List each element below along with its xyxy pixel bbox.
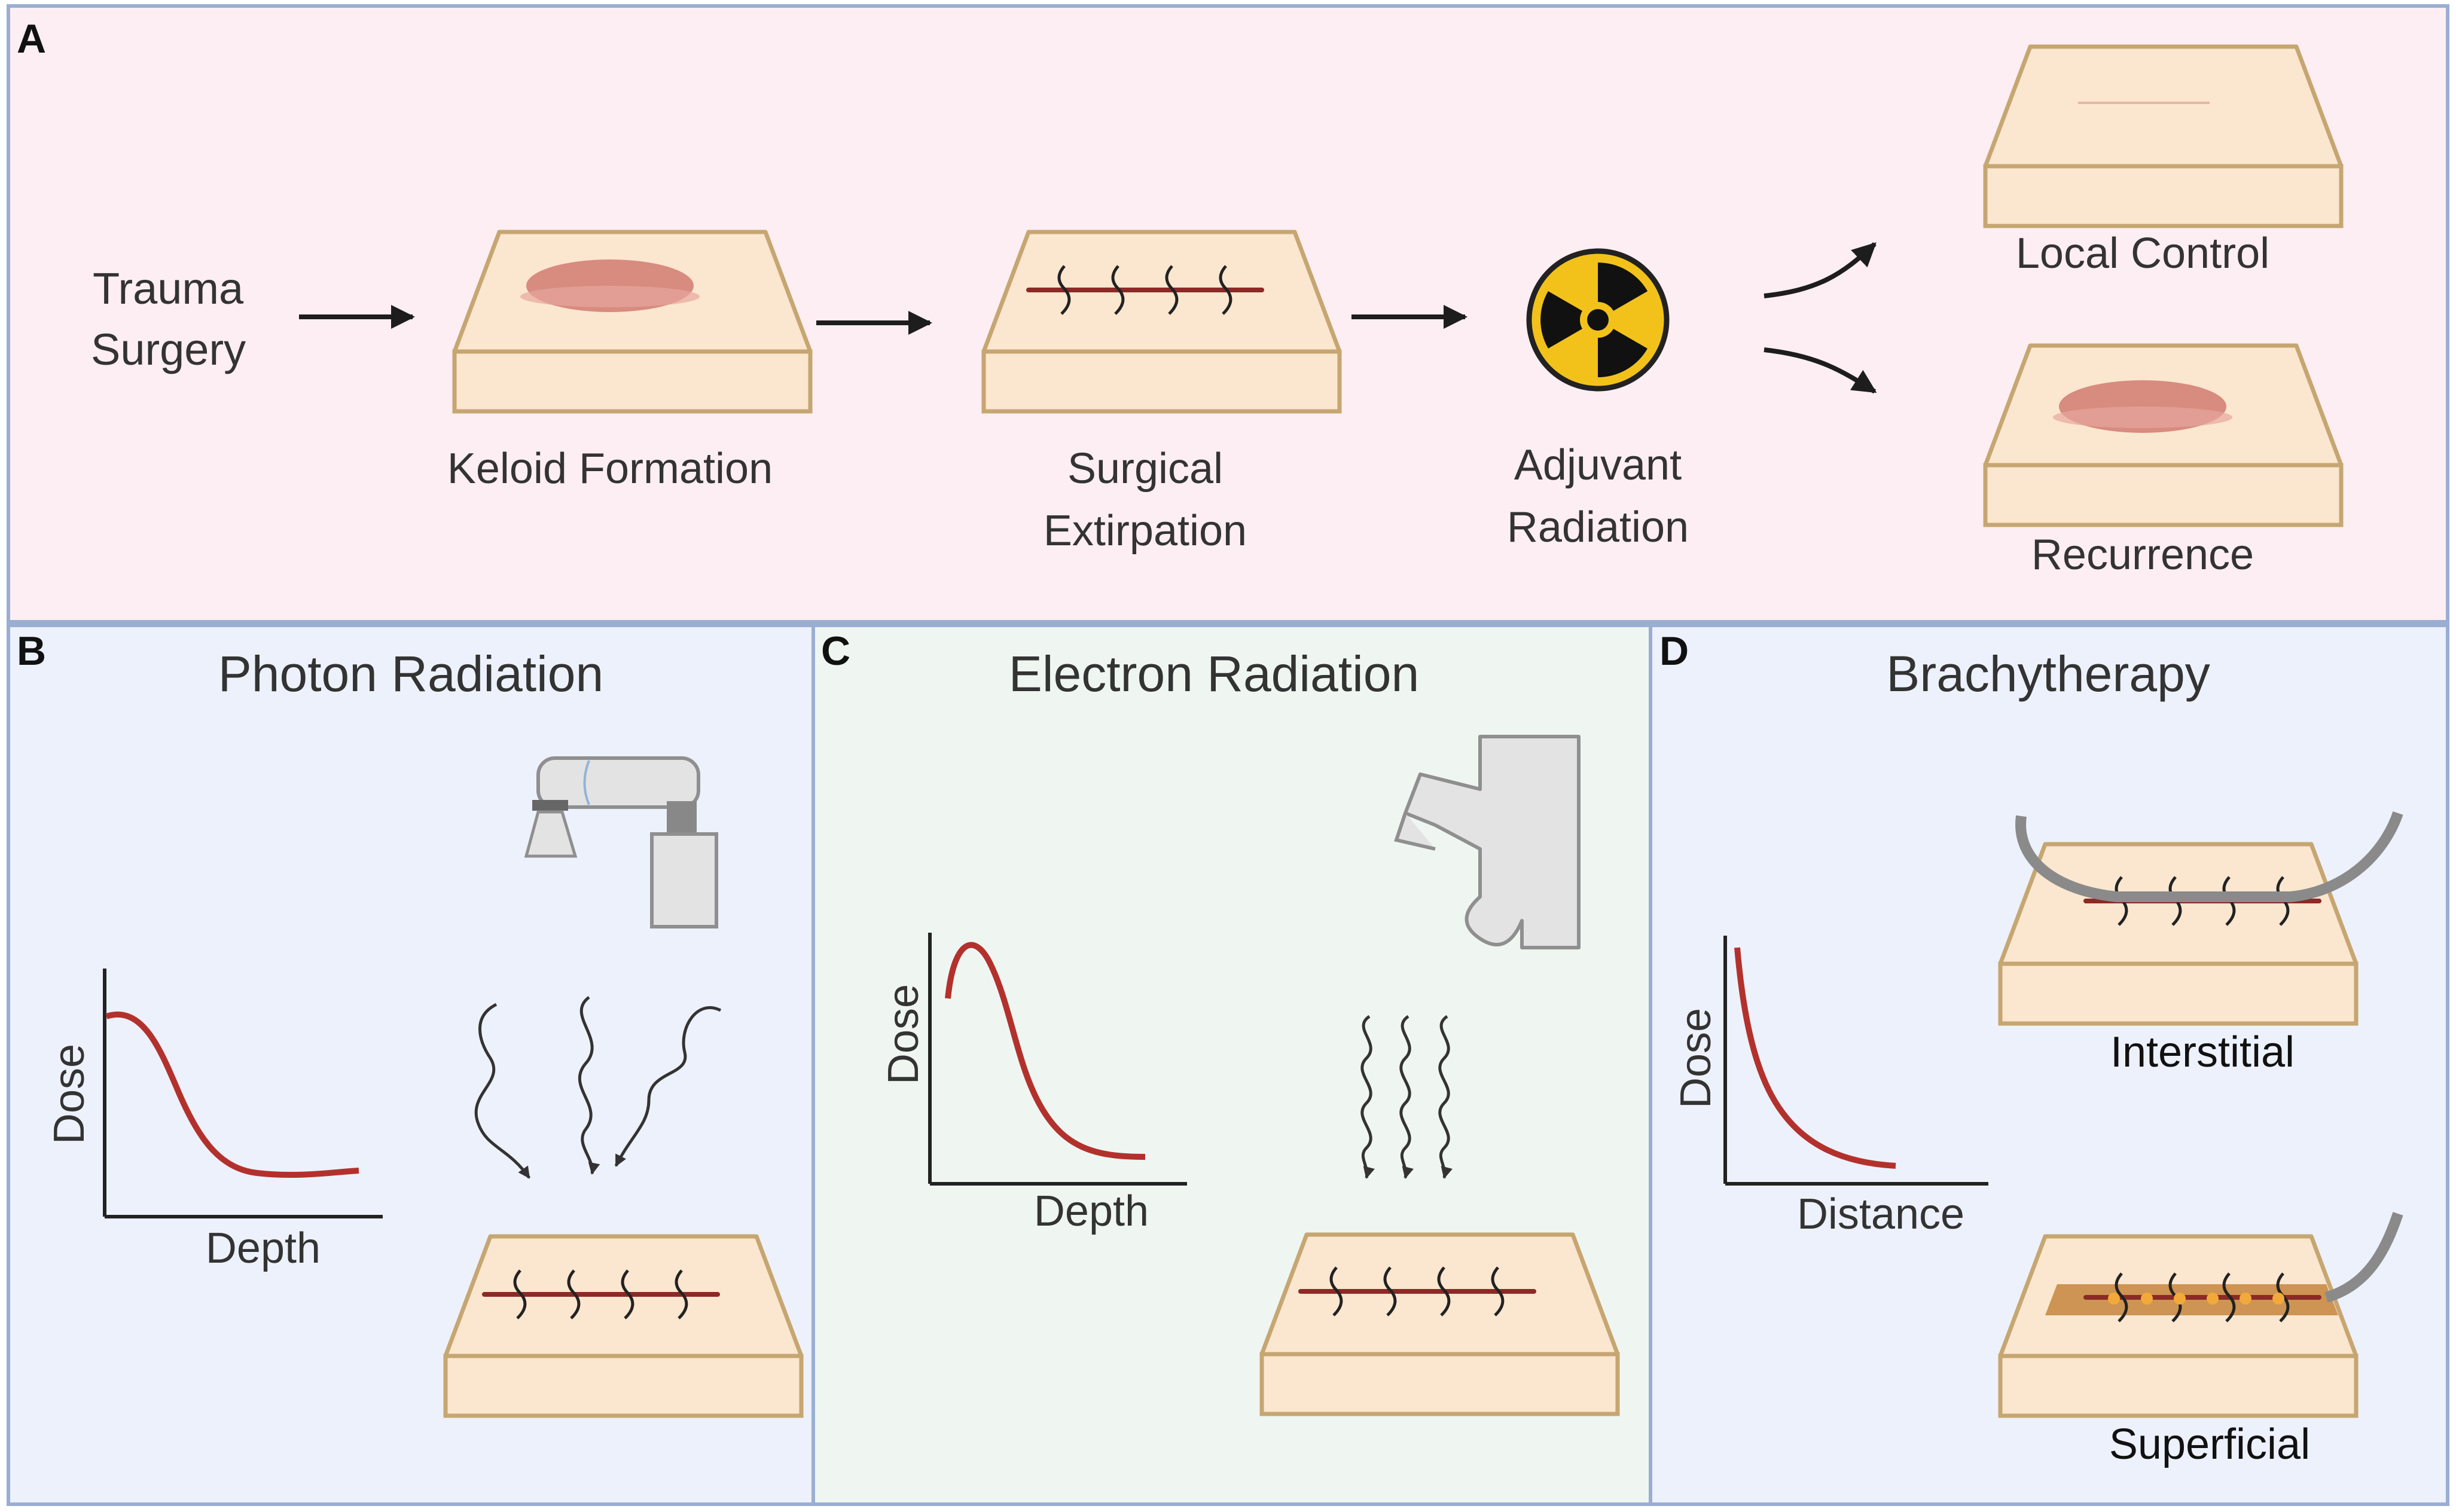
electron-dose-label: Dose	[880, 984, 928, 1085]
panel-d-title: Brachytherapy	[1886, 646, 2210, 702]
panel-b-title: Photon Radiation	[218, 646, 603, 702]
panel-d-letter: D	[1659, 628, 1689, 674]
panel-d: D Brachytherapy Dose Distance Interstiti…	[1649, 624, 2449, 1506]
electron-ray-3	[1438, 1015, 1453, 1179]
panel-c-title: Electron Radiation	[1009, 646, 1419, 702]
interstitial-label: Interstitial	[2110, 1028, 2295, 1076]
adjuvant-label: Adjuvant	[1514, 441, 1682, 489]
recurrence-skin-block	[1985, 346, 2341, 525]
arrow-to-recurrence	[1764, 347, 1877, 394]
superficial-skin-block	[2000, 1212, 2403, 1416]
panel-a: A Trauma Surgery Keloid Formation Surgic…	[7, 4, 2449, 624]
surgery-label: Surgery	[91, 325, 246, 374]
photon-ray-center	[578, 996, 600, 1175]
keloid-formation-label: Keloid Formation	[447, 445, 773, 493]
interstitial-skin-block	[2000, 811, 2403, 1024]
keloid-skin-block	[454, 232, 810, 411]
brachy-distance-label: Distance	[1797, 1190, 1964, 1238]
brachy-dose-curve	[1734, 947, 1896, 1169]
superficial-label: Superficial	[2109, 1421, 2310, 1468]
photon-dose-chart: Dose Depth	[45, 969, 383, 1272]
arrow-to-local-control	[1764, 242, 1877, 298]
panel-a-letter: A	[17, 16, 46, 62]
electron-depth-label: Depth	[1034, 1187, 1149, 1235]
electron-ray-2	[1399, 1015, 1414, 1179]
radiation-label: Radiation	[1507, 503, 1689, 551]
superficial-catheter	[2324, 1212, 2403, 1303]
panel-b-letter: B	[17, 628, 46, 674]
local-control-label: Local Control	[2016, 230, 2269, 277]
linac-machine-icon	[524, 756, 718, 928]
surgical-label: Surgical	[1067, 445, 1223, 493]
electron-machine-icon	[1394, 735, 1581, 949]
sutured-skin-block	[984, 232, 1340, 411]
photon-depth-label: Depth	[206, 1224, 321, 1272]
electron-dose-chart: Dose Depth	[880, 933, 1187, 1235]
photon-dose-label: Dose	[45, 1044, 93, 1144]
interstitial-catheter	[2015, 811, 2403, 902]
photon-skin-block	[446, 1236, 801, 1416]
electron-dose-curve	[945, 942, 1146, 1160]
photon-dose-curve	[105, 1011, 359, 1178]
recurrence-label: Recurrence	[2031, 531, 2254, 579]
brachy-dose-chart: Dose Distance	[1672, 936, 1988, 1238]
electron-ray-1	[1360, 1015, 1375, 1179]
electron-rays	[1360, 1015, 1453, 1179]
photon-rays	[474, 996, 722, 1179]
brachy-dose-label: Dose	[1672, 1008, 1720, 1108]
photon-ray-left	[474, 1003, 531, 1179]
radiation-hazard-icon	[1526, 248, 1670, 392]
photon-ray-right	[614, 1006, 722, 1167]
trauma-label: Trauma	[93, 264, 244, 313]
extirpation-label: Extirpation	[1044, 507, 1247, 555]
panel-c-letter: C	[821, 628, 850, 674]
panel-b: B Photon Radiation Dose Depth	[7, 624, 815, 1506]
panel-c: C Electron Radiation Dose Depth	[811, 624, 1652, 1506]
electron-skin-block	[1262, 1235, 1618, 1414]
local-control-skin-block	[1985, 47, 2341, 226]
